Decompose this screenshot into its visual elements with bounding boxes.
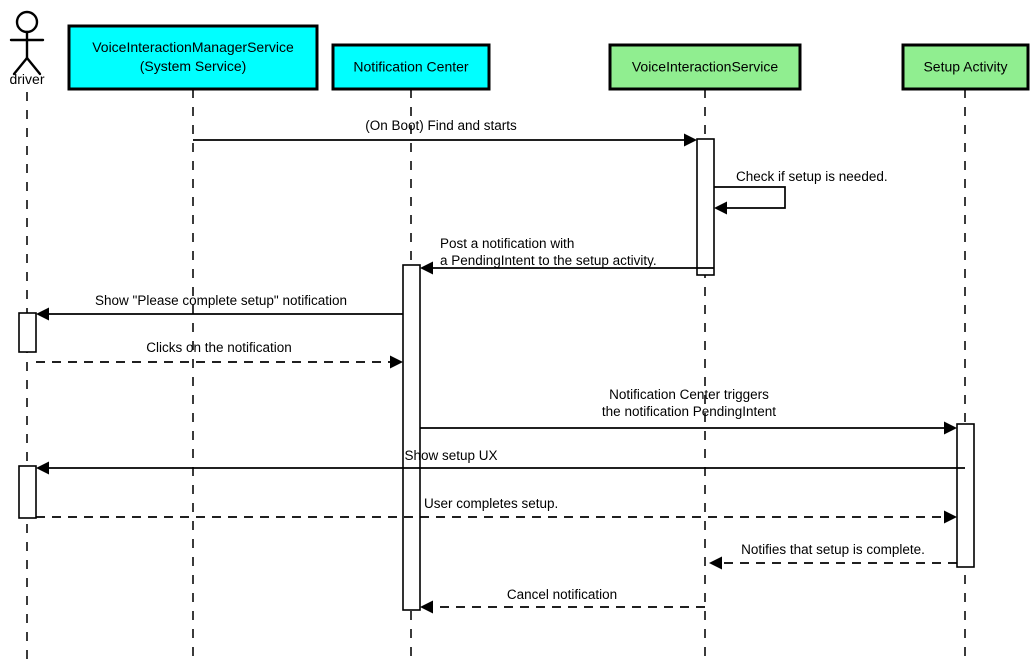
activation-bar-notification_center [402, 264, 421, 611]
participant-box-setup_activity[interactable]: Setup Activity [901, 43, 1030, 91]
actor-driver: driver [9, 10, 45, 87]
arrow-head-icon [944, 421, 957, 435]
message-label-m10-line1: Cancel notification [507, 587, 617, 602]
message-m7: Show setup UX [36, 448, 965, 475]
message-label-m3-line2: a PendingIntent to the setup activity. [440, 253, 657, 268]
participant-rect-vims[interactable] [67, 24, 319, 91]
participant-box-vims[interactable]: VoiceInteractionManagerService (System Se… [67, 24, 319, 91]
participant-label-vims-line2: (System Service) [140, 58, 247, 74]
message-label-m9-line1: Notifies that setup is complete. [741, 542, 925, 557]
arrow-head-icon [36, 307, 49, 321]
message-label-m6-line2: the notification PendingIntent [602, 404, 776, 419]
actor-label-driver: driver [9, 71, 44, 87]
message-m9: Notifies that setup is complete. [709, 542, 957, 570]
arrow-head-icon [684, 133, 697, 147]
activation-bar-setup_activity [956, 423, 975, 568]
message-label-m7-line1: Show setup UX [404, 448, 497, 463]
message-label-m5-line1: Clicks on the notification [146, 340, 292, 355]
arrow-head-icon [714, 201, 727, 215]
participant-rect-notification_center[interactable] [331, 43, 491, 91]
arrow-head-icon [709, 556, 722, 570]
participants-layer: driver VoiceInteractionManagerService (Sys… [9, 10, 1030, 91]
message-label-m8-line1: User completes setup. [424, 496, 558, 511]
actor-leg-right-icon [25, 56, 42, 76]
participant-box-notification_center[interactable]: Notification Center [331, 43, 491, 91]
message-m3: Post a notification with a PendingIntent … [420, 236, 714, 275]
message-label-m6-line1: Notification Center triggers [609, 387, 769, 402]
arrow-head-icon [420, 261, 433, 275]
participant-rect-setup_activity[interactable] [901, 43, 1030, 91]
activation-bar-vis [696, 138, 715, 276]
arrow-head-icon [390, 355, 403, 369]
message-m10: Cancel notification [420, 587, 705, 614]
message-m1: (On Boot) Find and starts [193, 118, 697, 147]
participant-label-notification_center: Notification Center [353, 59, 469, 75]
message-label-m2-line1: Check if setup is needed. [736, 169, 888, 184]
activation-bar-driver [18, 465, 37, 519]
actor-head-icon [15, 10, 39, 34]
message-m5: Clicks on the notification [36, 340, 403, 369]
message-path-m2 [714, 186, 786, 209]
arrow-head-icon [420, 600, 433, 614]
message-label-m4-line1: Show "Please complete setup" notificatio… [95, 293, 347, 308]
participant-rect-vis[interactable] [608, 43, 802, 91]
participant-box-vis[interactable]: VoiceInteractionService [608, 43, 802, 91]
message-m2: Check if setup is needed. [714, 169, 888, 215]
activation-bar-driver [18, 312, 37, 353]
message-label-m3-line1: Post a notification with [440, 236, 574, 251]
arrow-head-icon [944, 510, 957, 524]
message-m6: Notification Center triggers the notifica… [420, 387, 957, 435]
participant-label-vis: VoiceInteractionService [632, 59, 779, 75]
message-m8: User completes setup. [36, 496, 957, 524]
message-m4: Show "Please complete setup" notificatio… [36, 293, 403, 321]
activations-layer [18, 138, 975, 611]
message-label-m1-line1: (On Boot) Find and starts [365, 118, 517, 133]
participant-label-setup_activity: Setup Activity [923, 59, 1007, 75]
arrow-head-icon [36, 461, 49, 475]
participant-label-vims-line1: VoiceInteractionManagerService [92, 39, 294, 55]
actor-leg-left-icon [12, 56, 29, 76]
